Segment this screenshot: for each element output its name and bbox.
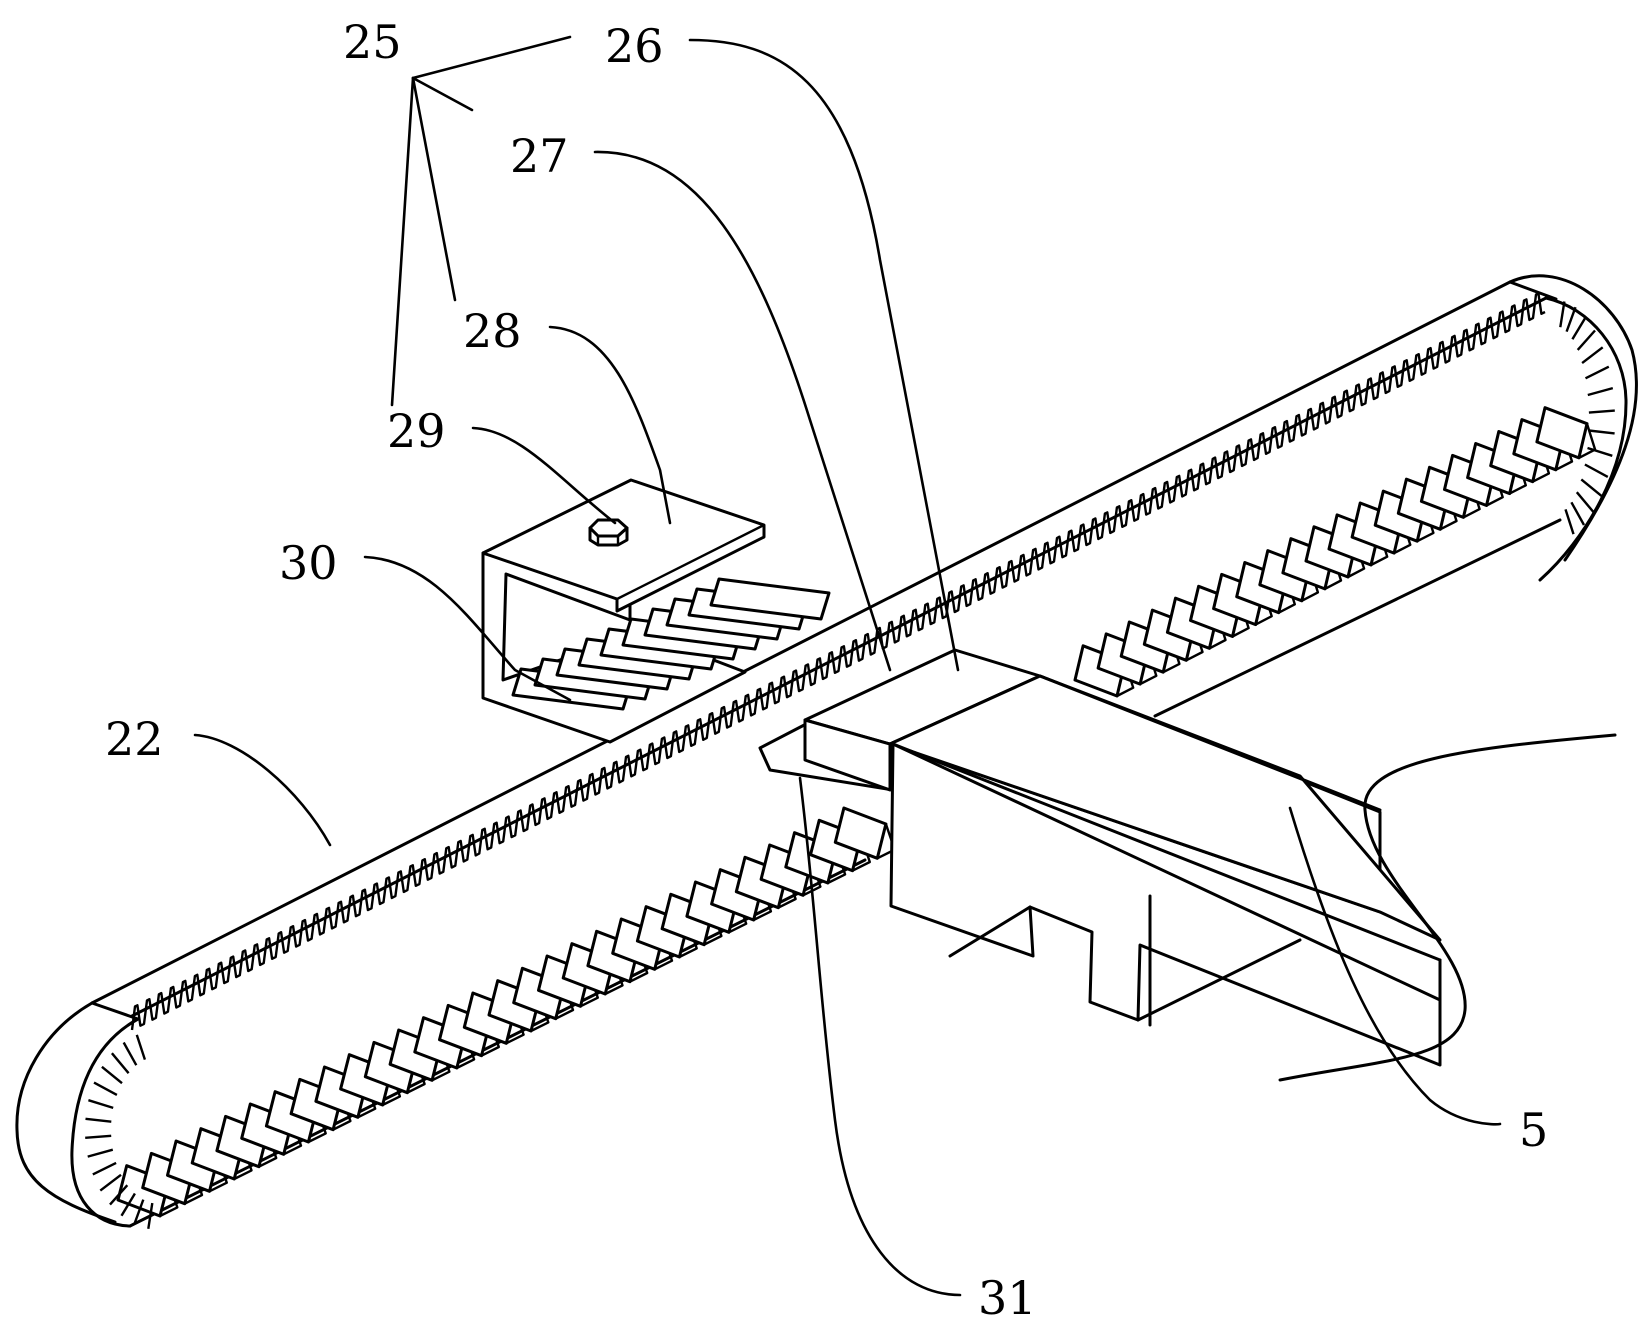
left-end-tooth [94, 1083, 117, 1095]
right-end-tooth [1582, 347, 1603, 363]
leader-22 [195, 735, 330, 845]
right-end-tooth [1567, 307, 1576, 331]
label-27: 27 [510, 129, 569, 183]
leader-25-26 [413, 37, 570, 78]
left-end-tooth [93, 1163, 116, 1175]
belt-right-end-seam [1510, 282, 1556, 299]
left-end-tooth [88, 1100, 113, 1108]
label-5: 5 [1519, 1103, 1548, 1157]
left-end-tooth [112, 1053, 129, 1073]
right-end-tooth [1589, 431, 1615, 434]
break-line [1280, 735, 1615, 1080]
label-31: 31 [978, 1271, 1037, 1325]
label-22: 22 [105, 712, 164, 766]
label-29: 29 [387, 404, 446, 458]
label-30: 30 [279, 536, 338, 590]
left-end-tooth [137, 1035, 145, 1060]
right-end-tooth [1581, 479, 1601, 496]
belt-upper-teeth [132, 293, 1545, 1030]
bolt [590, 520, 627, 545]
leader-25-28 [413, 78, 455, 300]
left-end-tooth [124, 1043, 137, 1066]
right-end-tooth [1578, 331, 1595, 350]
belt-inner-top-edge [132, 298, 1546, 1016]
label-26: 26 [605, 19, 664, 73]
right-end-tooth [1560, 302, 1564, 328]
right-end-tooth [1577, 492, 1594, 512]
right-end-tooth [1589, 411, 1615, 413]
slider-assembly [760, 650, 1440, 1065]
left-end-tooth [88, 1150, 113, 1157]
leader-25-29 [392, 78, 413, 405]
left-end-tooth [86, 1119, 112, 1122]
belt-left-end-seam [92, 1003, 138, 1019]
right-end-tooth [1566, 509, 1574, 534]
leader-26 [690, 40, 958, 670]
left-end-tooth [100, 1175, 121, 1191]
right-end-tooth [1585, 465, 1608, 477]
right-end-tooth [1588, 388, 1613, 395]
right-end-tooth [1586, 367, 1609, 379]
left-end-tooth [102, 1067, 122, 1083]
right-end-tooth [1571, 502, 1584, 525]
left-end-tooth [85, 1136, 111, 1138]
upper-teeth-profile [132, 293, 1545, 1030]
leader-25-sub [413, 78, 472, 110]
right-end-tooth [1572, 317, 1585, 339]
label-28: 28 [463, 304, 522, 358]
label-25: 25 [343, 15, 402, 69]
